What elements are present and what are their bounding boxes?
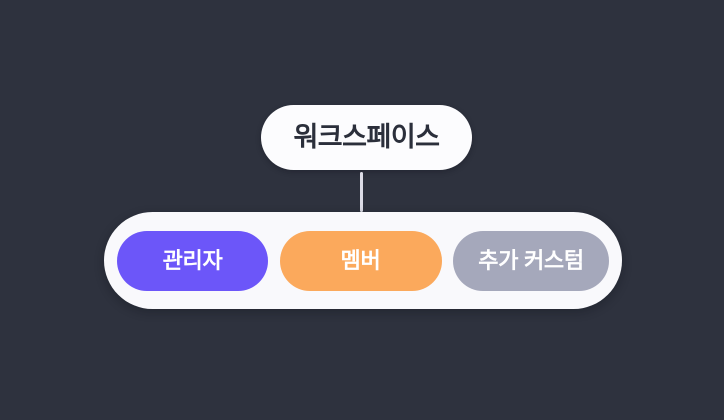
role-group-container: 관리자 멤버 추가 커스텀	[104, 212, 622, 309]
role-pill-admin-label: 관리자	[162, 247, 223, 273]
root-to-children-connector	[360, 172, 363, 212]
role-pill-custom-label: 추가 커스텀	[478, 247, 584, 273]
role-pill-custom[interactable]: 추가 커스텀	[453, 230, 609, 291]
role-pill-member[interactable]: 멤버	[279, 230, 442, 291]
workspace-root-label: 워크스페이스	[293, 122, 440, 152]
role-pill-member-label: 멤버	[340, 247, 381, 273]
workspace-root-node[interactable]: 워크스페이스	[261, 105, 472, 170]
role-pill-admin[interactable]: 관리자	[117, 230, 268, 291]
